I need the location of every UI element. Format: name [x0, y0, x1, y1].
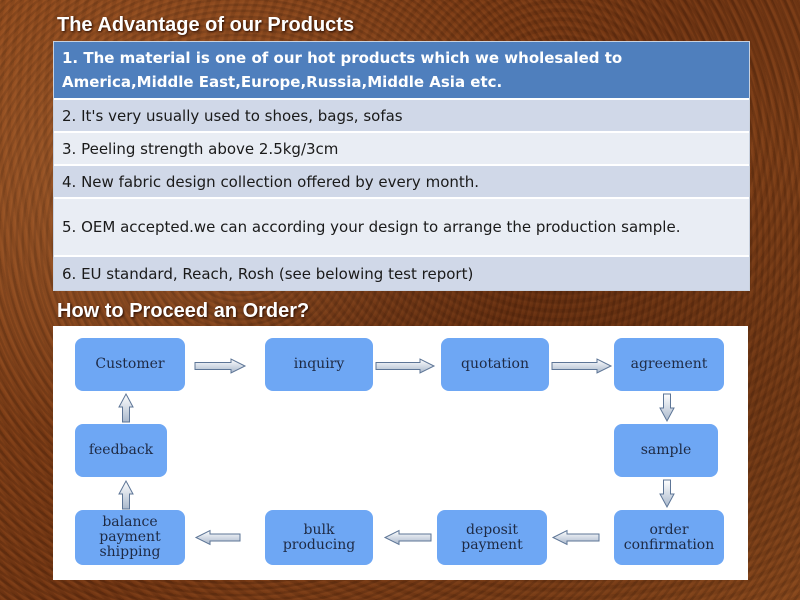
- arrow-up-2: [118, 392, 134, 423]
- advantage-row-5: 5. OEM accepted.we can according your de…: [54, 199, 749, 257]
- advantage-row-4: 4. New fabric design collection offered …: [54, 166, 749, 199]
- step-order-confirmation: order confirmation: [614, 510, 724, 565]
- step-sample: sample: [614, 424, 718, 477]
- advantage-row-1: 1. The material is one of our hot produc…: [54, 42, 749, 100]
- order-process-title: How to Proceed an Order?: [57, 300, 310, 322]
- arrow-down-2: [659, 479, 675, 509]
- arrow-right-2: [375, 358, 436, 374]
- advantage-row-3: 3. Peeling strength above 2.5kg/3cm: [54, 133, 749, 166]
- arrow-up-1: [118, 479, 134, 510]
- advantage-row-2: 2. It's very usually used to shoes, bags…: [54, 100, 749, 133]
- step-deposit-payment: deposit payment: [437, 510, 547, 565]
- advantage-row-6: 6. EU standard, Reach, Rosh (see belowin…: [54, 257, 749, 290]
- advantages-table: 1. The material is one of our hot produc…: [53, 41, 750, 291]
- arrow-down-1: [659, 393, 675, 423]
- arrow-left-1: [551, 529, 600, 546]
- step-agreement: agreement: [614, 338, 724, 391]
- step-inquiry: inquiry: [265, 338, 373, 391]
- arrow-right-1: [194, 358, 247, 374]
- flow-arrows: [118, 358, 675, 546]
- step-feedback: feedback: [75, 424, 167, 477]
- arrow-right-3: [551, 358, 613, 374]
- step-quotation: quotation: [441, 338, 549, 391]
- step-customer: Customer: [75, 338, 185, 391]
- step-bulk-producing: bulk producing: [265, 510, 373, 565]
- arrow-left-3: [194, 529, 241, 546]
- advantages-title: The Advantage of our Products: [57, 14, 355, 36]
- order-flow-diagram: Customer inquiry quotation agreement fee…: [53, 326, 748, 580]
- arrow-left-2: [383, 529, 432, 546]
- step-balance-payment-shipping: balance payment shipping: [75, 510, 185, 565]
